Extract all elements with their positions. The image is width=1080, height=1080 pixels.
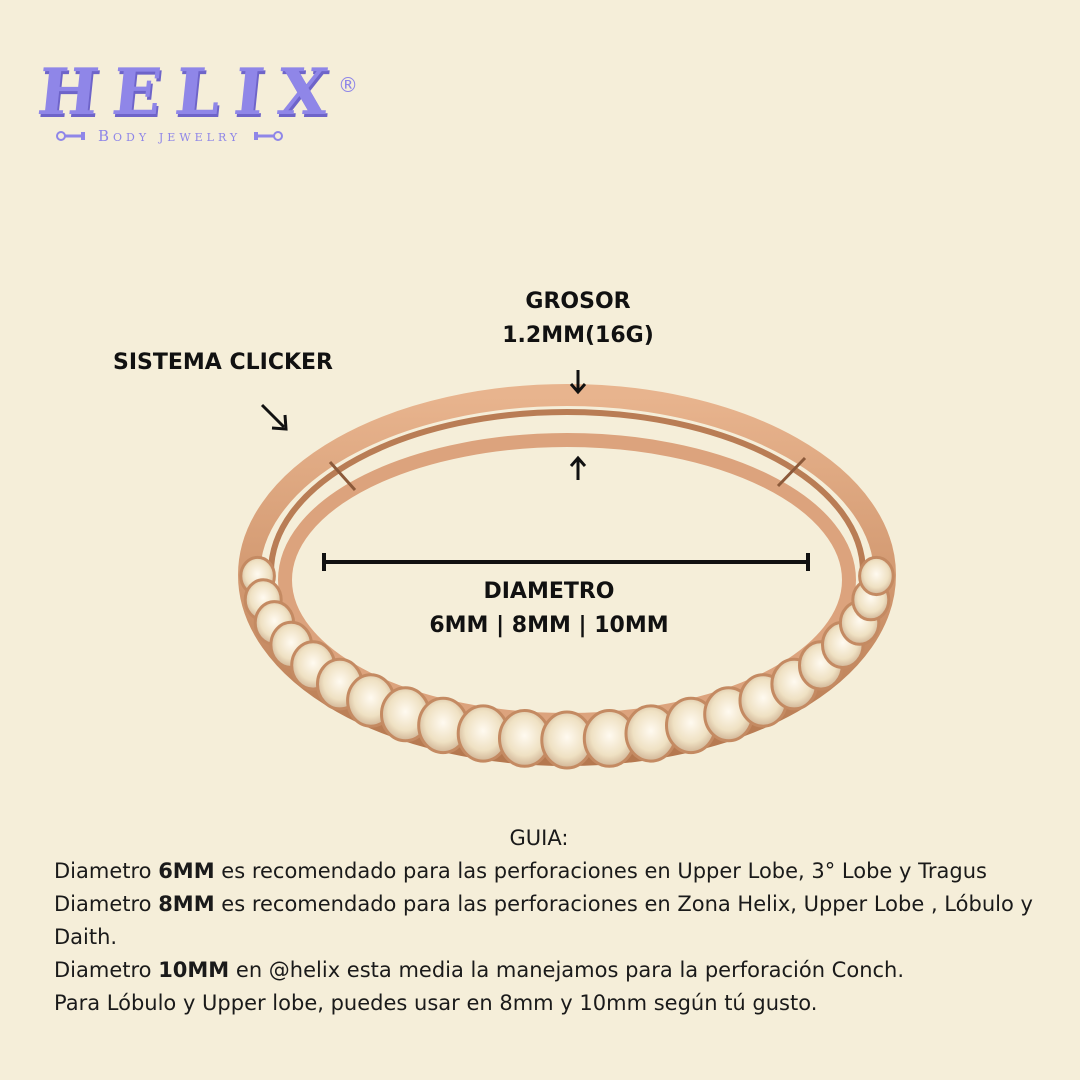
guide-size: 6MM — [158, 859, 215, 883]
thickness-arrowhead-up — [569, 455, 587, 467]
brand-tagline-row: Body jewelry — [56, 127, 284, 145]
clicker-label: SISTEMA CLICKER — [113, 350, 333, 375]
guide-text: es recomendado para las perforaciones en… — [214, 859, 987, 883]
stone — [858, 555, 895, 597]
stone-row — [239, 555, 895, 770]
clicker-hinge-right — [776, 456, 807, 488]
brand-tagline: Body jewelry — [98, 127, 242, 145]
guide-text: es recomendado para las perforaciones en… — [54, 892, 1033, 949]
guide-title: GUIA: — [509, 826, 569, 850]
guide-prefix: Diametro — [54, 859, 159, 883]
barbell-icon — [254, 131, 284, 141]
guide-size: 10MM — [158, 958, 230, 982]
guide-prefix: Diametro — [54, 958, 159, 982]
guide-line-8mm: Diametro 8MM es recomendado para las per… — [54, 888, 1044, 954]
thickness-arrowhead-down — [569, 383, 587, 395]
clicker-hinge-left — [328, 461, 357, 491]
guide-line-10mm: Diametro 10MM en @helix esta media la ma… — [54, 954, 1044, 987]
guide-size: 8MM — [158, 892, 215, 916]
guide-text: en @helix esta media la manejamos para l… — [229, 958, 905, 982]
thickness-title: GROSOR — [525, 289, 631, 314]
diameter-title: DIAMETRO — [483, 579, 615, 604]
registered-mark: ® — [338, 73, 358, 97]
guide-prefix: Diametro — [54, 892, 159, 916]
barbell-icon — [56, 131, 85, 141]
thickness-value: 1.2MM(16G) — [502, 323, 654, 348]
clicker-arrow — [260, 403, 286, 429]
clicker-arrowhead — [271, 414, 288, 431]
guide-line-6mm: Diametro 6MM es recomendado para las per… — [54, 855, 1044, 888]
diameter-value: 6MM | 8MM | 10MM — [429, 613, 669, 638]
brand-logo: HELIX ® Body jewelry — [34, 55, 368, 155]
guide-line-note: Para Lóbulo y Upper lobe, puedes usar en… — [54, 991, 818, 1015]
size-guide: GUIA: Diametro 6MM es recomendado para l… — [54, 822, 1044, 1020]
